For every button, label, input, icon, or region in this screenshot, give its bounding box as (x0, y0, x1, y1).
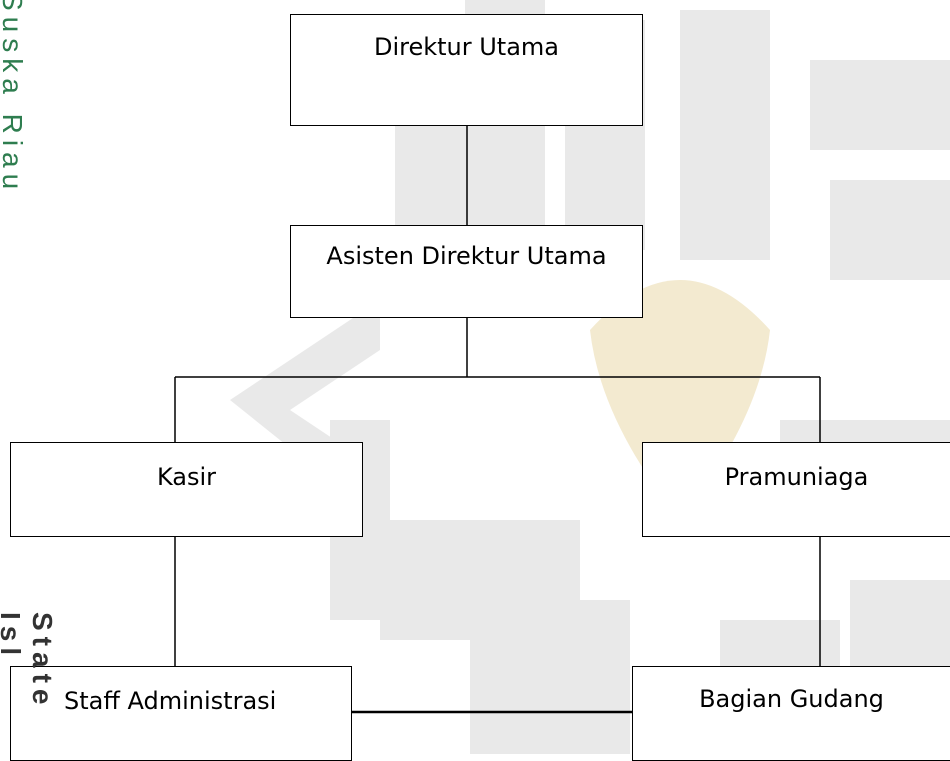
node-bagian-gudang-label: Bagian Gudang (699, 685, 884, 713)
node-kasir: Kasir (10, 442, 363, 537)
side-watermark-text-top: Suska Riau (0, 0, 28, 196)
node-asisten-direktur-utama-label: Asisten Direktur Utama (326, 242, 607, 270)
node-bagian-gudang: Bagian Gudang (632, 666, 950, 761)
node-asisten-direktur-utama: Asisten Direktur Utama (290, 225, 643, 318)
side-watermark-text-bottom: State Isl (0, 612, 58, 711)
node-pramuniaga-label: Pramuniaga (724, 463, 869, 491)
node-direktur-utama-label: Direktur Utama (373, 33, 560, 61)
node-staff-administrasi-label: Staff Administrasi (64, 687, 277, 715)
node-staff-administrasi: Staff Administrasi (10, 666, 352, 761)
node-direktur-utama: Direktur Utama (290, 14, 643, 126)
watermark-gold-emblem (590, 280, 770, 520)
node-kasir-label: Kasir (156, 463, 217, 491)
node-pramuniaga: Pramuniaga (642, 442, 950, 537)
